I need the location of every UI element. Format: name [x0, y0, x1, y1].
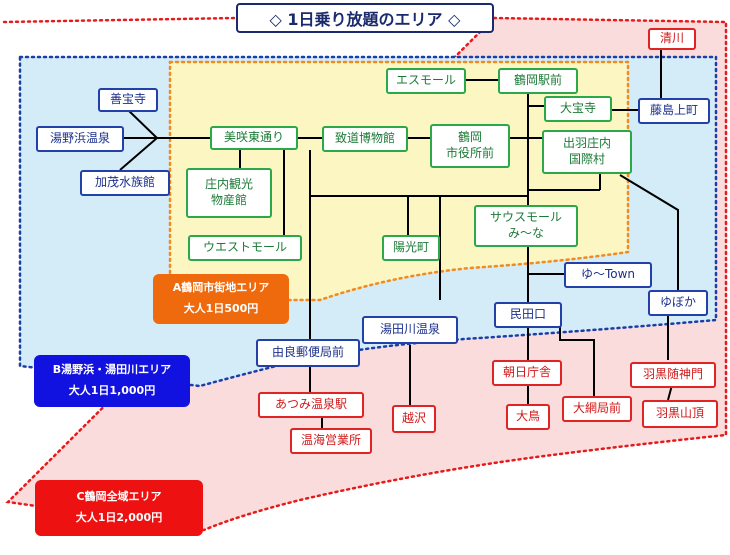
stop-dewa-shonai-kokusaimura: 出羽庄内 国際村 — [542, 130, 632, 174]
stop-mitaguchi: 民田口 — [494, 302, 562, 328]
stop-yu-town: ゆ～Town — [564, 262, 652, 288]
stop-yura-post-office: 由良郵便局前 — [256, 339, 360, 367]
stop-bisaki-higashidori: 美咲東通り — [210, 126, 298, 150]
stop-haguro-zuishinmon: 羽黒随神門 — [630, 362, 716, 388]
stop-atsumi-onsen-station: あつみ温泉駅 — [258, 392, 364, 418]
area-a-name: A鶴岡市街地エリア — [172, 281, 270, 295]
stop-haguro-summit: 羽黒山頂 — [642, 400, 718, 428]
stop-west-mall: ウエストモール — [188, 235, 302, 261]
stop-chido-museum: 致道博物館 — [322, 126, 408, 152]
area-a-fare: 大人1日500円 — [183, 302, 259, 315]
stop-koshizawa: 越沢 — [392, 405, 436, 433]
stop-yubo: ゆぼか — [648, 290, 708, 316]
stop-onkai-office: 温海営業所 — [290, 428, 372, 454]
stop-yokocho: 陽光町 — [382, 235, 440, 261]
stop-yunohama-onsen: 湯野浜温泉 — [36, 126, 124, 152]
area-b-name: B湯野浜・湯田川エリア — [52, 363, 172, 377]
stop-kamo-aquarium: 加茂水族館 — [80, 170, 170, 196]
route-lines — [119, 47, 679, 428]
area-c-fare: 大人1日2,000円 — [75, 511, 163, 524]
stop-s-mall: エスモール — [386, 68, 466, 94]
stop-tsuruoka-station: 鶴岡駅前 — [498, 68, 578, 94]
page-title: ◇ 1日乗り放題のエリア ◇ — [236, 3, 494, 33]
stop-tsuruoka-city-hall: 鶴岡 市役所前 — [430, 124, 510, 168]
area-b-fare: 大人1日1,000円 — [68, 384, 156, 397]
area-c-label: C鶴岡全域エリア 大人1日2,000円 — [35, 480, 203, 536]
stop-zenpoji: 善宝寺 — [98, 88, 158, 112]
area-c-name: C鶴岡全域エリア — [76, 490, 162, 504]
stop-shonai-kanko-bussankan: 庄内観光 物産館 — [186, 168, 272, 218]
stop-south-mall-mina: サウスモール み～な — [474, 205, 578, 247]
area-b-label: B湯野浜・湯田川エリア 大人1日1,000円 — [34, 355, 190, 407]
area-a-label: A鶴岡市街地エリア 大人1日500円 — [153, 274, 289, 324]
stop-otori: 大鳥 — [506, 404, 550, 430]
stop-oami-post: 大網局前 — [562, 396, 632, 422]
stop-daihoji: 大宝寺 — [544, 96, 612, 122]
stop-asahi-office: 朝日庁舎 — [492, 360, 562, 386]
stop-yutagawa-onsen: 湯田川温泉 — [362, 316, 458, 344]
stop-fujishima-kamimachi: 藤島上町 — [638, 98, 710, 124]
stop-kiyokawa: 清川 — [648, 28, 696, 50]
